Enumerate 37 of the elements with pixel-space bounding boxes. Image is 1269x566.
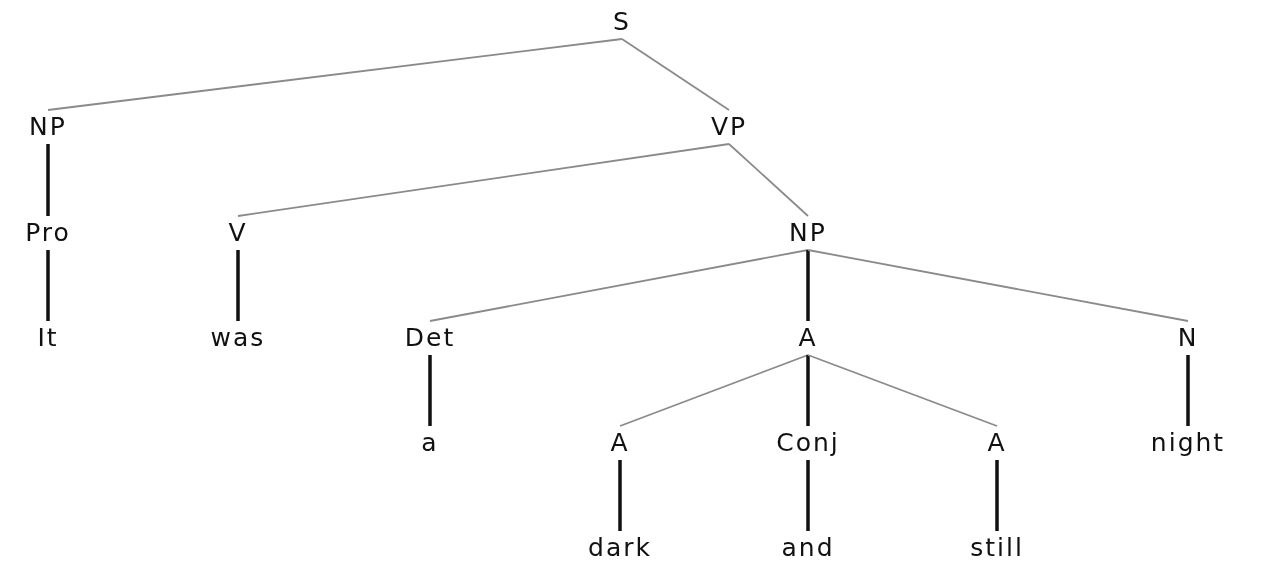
tree-branch <box>619 354 809 427</box>
tree-node-label: Conj <box>776 426 840 460</box>
tree-branch <box>46 250 50 321</box>
tree-branch <box>728 143 809 217</box>
tree-node-label: dark <box>588 531 652 565</box>
tree-node-label: N <box>1177 321 1199 355</box>
tree-branch <box>806 355 810 426</box>
tree-node-label: still <box>970 531 1024 565</box>
tree-node-label: A <box>987 426 1007 460</box>
tree-node-label: NP <box>29 110 67 144</box>
tree-branch <box>429 249 809 322</box>
tree-node-label: Det <box>404 321 456 355</box>
tree-node-label: Pro <box>25 216 71 250</box>
tree-branch <box>237 143 730 217</box>
tree-branch <box>995 460 999 531</box>
tree-branch <box>428 355 432 426</box>
tree-node-label: and <box>781 531 835 565</box>
tree-node-label: night <box>1150 426 1226 460</box>
tree-branch <box>618 460 622 531</box>
tree-node-label: A <box>610 426 630 460</box>
tree-branch <box>807 249 1189 322</box>
tree-node-label: A <box>798 321 818 355</box>
tree-node-label: was <box>210 321 266 355</box>
tree-node-label: NP <box>789 216 827 250</box>
tree-node-label: V <box>228 216 248 250</box>
tree-branch <box>806 460 810 531</box>
tree-branch <box>47 38 623 111</box>
tree-branch <box>236 250 240 321</box>
tree-branch <box>621 38 730 111</box>
tree-branch <box>1186 355 1190 426</box>
tree-branch <box>807 354 998 427</box>
tree-node-label: S <box>613 5 631 39</box>
tree-branch <box>806 250 810 321</box>
tree-branch <box>46 144 50 216</box>
tree-node-label: a <box>421 426 439 460</box>
tree-node-label: VP <box>710 110 748 144</box>
tree-node-label: It <box>37 321 59 355</box>
